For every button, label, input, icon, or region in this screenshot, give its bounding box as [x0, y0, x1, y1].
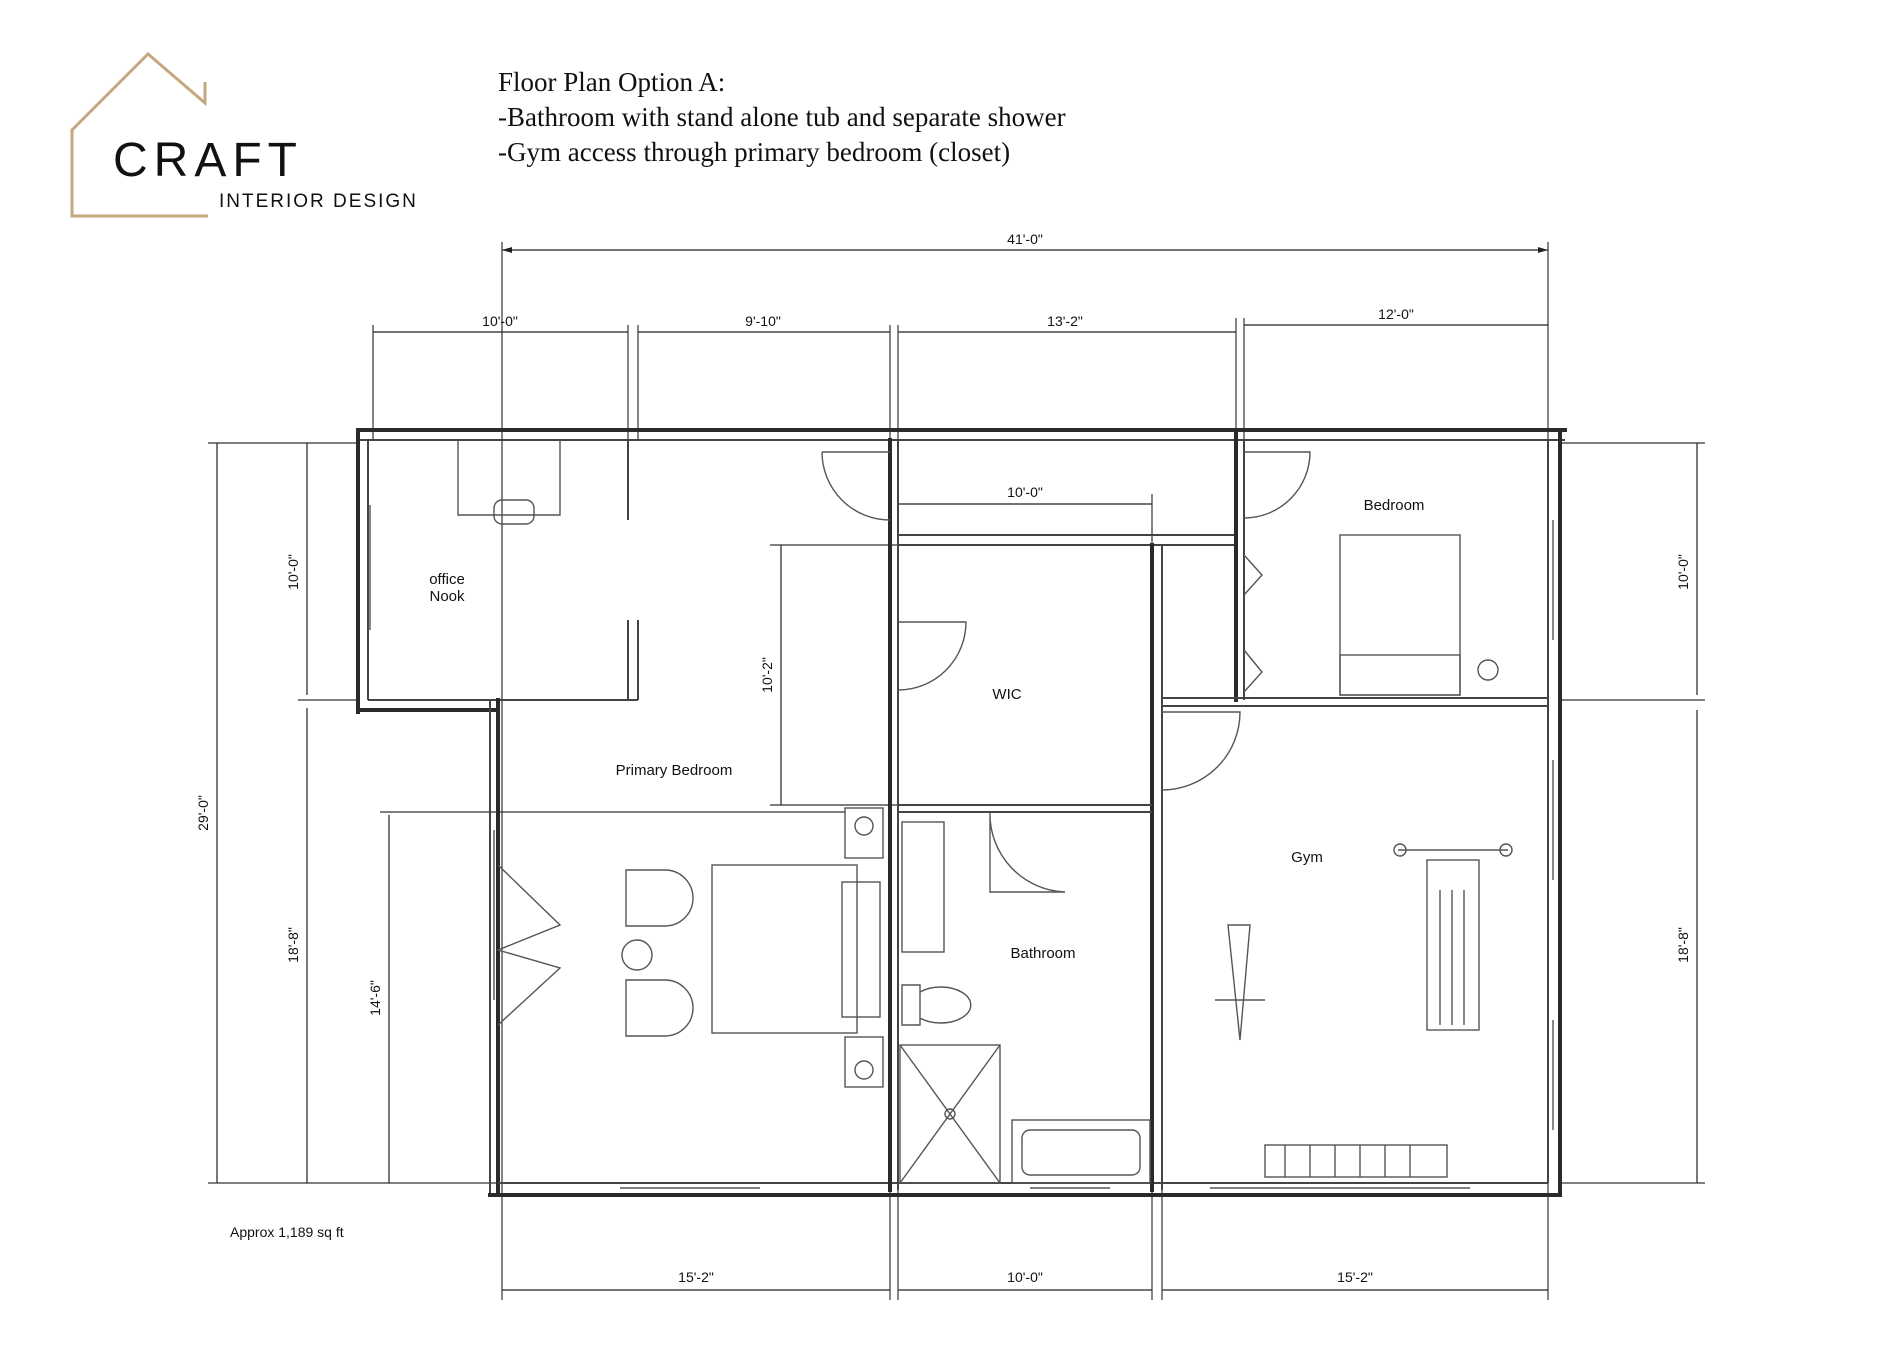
nightstand-top: [844, 807, 884, 859]
door-gym: [1161, 711, 1241, 791]
dim-wic-height: 10'-2": [759, 657, 775, 693]
header-line-2: -Gym access through primary bedroom (clo…: [498, 137, 1010, 167]
logo-house-outline: [70, 51, 208, 218]
primary-bed: [711, 864, 858, 1034]
furniture: [457, 440, 1513, 1184]
bedroom-plant: [1477, 659, 1499, 681]
logo-subtitle: INTERIOR DESIGN: [219, 191, 418, 212]
weight-bench: [1426, 859, 1480, 1031]
vanity: [901, 821, 945, 953]
door-bathroom: [989, 811, 1066, 893]
bed-headboard: [841, 881, 881, 1018]
dimension-labels: 41'-0" 10'-0" 9'-10" 13'-2" 12'-0" 10'-0…: [195, 231, 1691, 1285]
header-line-1: -Bathroom with stand alone tub and separ…: [498, 102, 1066, 132]
bedroom-closet-doors: [1243, 554, 1263, 693]
dim-right-lower: 18'-8": [1675, 927, 1691, 963]
dim-top-4: 12'-0": [1378, 306, 1414, 322]
dim-left-inner: 14'-6": [367, 980, 383, 1016]
dim-top-3: 13'-2": [1047, 313, 1083, 329]
toilet: [901, 984, 972, 1026]
room-labels: office Nook Primary Bedroom WIC Bathroom…: [429, 497, 1424, 962]
area-note: Approx 1,189 sq ft: [230, 1224, 344, 1240]
room-office-line1: office: [429, 571, 465, 588]
office-chair: [493, 499, 535, 525]
dim-overall-width: 41'-0": [1007, 231, 1043, 247]
door-wic: [897, 621, 967, 691]
doors: [495, 451, 1311, 1026]
dim-wic-width: 10'-0": [1007, 484, 1043, 500]
dumbbell-rack: [1264, 1144, 1448, 1178]
armchair-2: [625, 979, 694, 1037]
bathtub: [1011, 1119, 1151, 1184]
craft-logo: CRAFT INTERIOR DESIGN: [70, 51, 418, 218]
bedroom-bench: [1339, 654, 1461, 696]
room-wic: WIC: [992, 686, 1021, 703]
room-bedroom: Bedroom: [1364, 497, 1425, 514]
door-bedroom: [1243, 451, 1311, 519]
lamp-bottom: [854, 1060, 874, 1080]
room-primary-bedroom: Primary Bedroom: [616, 762, 733, 779]
gym-stand: [1227, 924, 1251, 1041]
dim-bottom-2: 10'-0": [1007, 1269, 1043, 1285]
dim-left-overall: 29'-0": [195, 795, 211, 831]
dim-top-1: 10'-0": [482, 313, 518, 329]
room-gym: Gym: [1291, 849, 1323, 866]
walls: [356, 428, 1567, 1197]
dim-right-upper: 10'-0": [1675, 554, 1691, 590]
office-desk: [457, 440, 561, 516]
dim-bottom-3: 15'-2": [1337, 1269, 1373, 1285]
room-office-line2: Nook: [429, 588, 465, 605]
room-bathroom: Bathroom: [1010, 945, 1075, 962]
header-title: Floor Plan Option A:: [498, 67, 725, 97]
header: Floor Plan Option A: -Bathroom with stan…: [498, 67, 1066, 167]
shower: [899, 1044, 1001, 1184]
primary-closet-doors: [495, 864, 562, 1026]
dim-top-2: 9'-10": [745, 313, 781, 329]
dim-left-upper: 10'-0": [285, 554, 301, 590]
armchair-1: [625, 869, 694, 927]
side-table: [621, 939, 653, 971]
lamp-top: [854, 816, 874, 836]
nightstand-bottom: [844, 1036, 884, 1088]
dim-left-lower: 18'-8": [285, 927, 301, 963]
dim-bottom-1: 15'-2": [678, 1269, 714, 1285]
door-primary-entry: [821, 451, 891, 521]
logo-word: CRAFT: [113, 134, 303, 187]
dimension-lines: [208, 242, 1705, 1300]
bedroom-bed: [1339, 534, 1461, 696]
